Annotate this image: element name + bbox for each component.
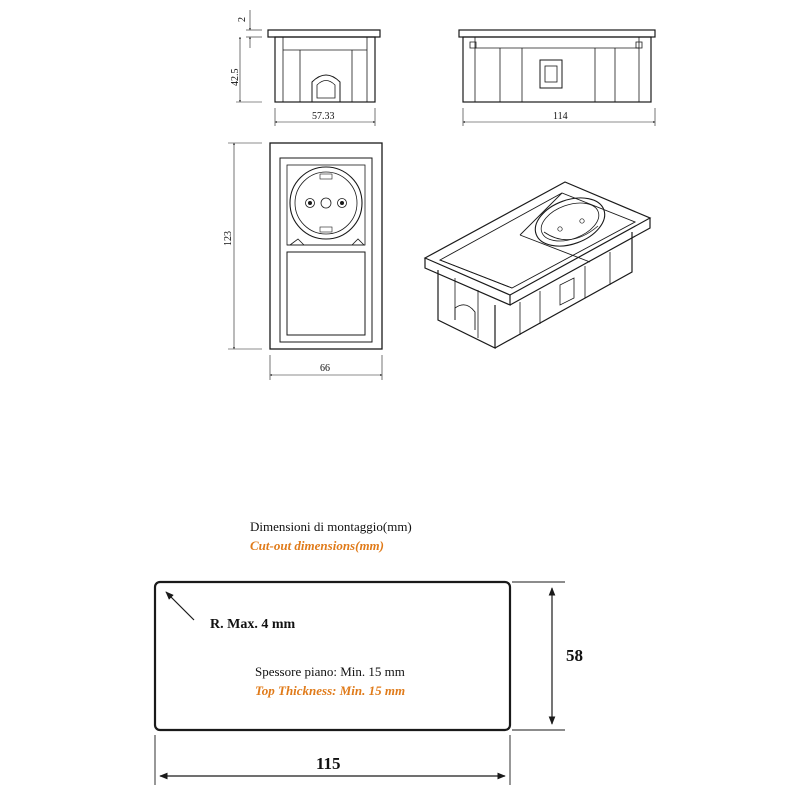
front-dim-height: 42.5: [230, 69, 241, 87]
cutout-outline: [153, 580, 512, 732]
cutout-width-label: 115: [316, 754, 341, 773]
cutout-thickness-it: Spessore piano: Min. 15 mm: [255, 664, 405, 679]
cutout-title-it: Dimensioni di montaggio(mm): [250, 519, 412, 534]
cutout-radius-label: R. Max. 4 mm: [210, 617, 296, 632]
side-view: 114: [458, 29, 656, 126]
top-view: 123 66: [223, 142, 383, 380]
front-dim-top: 2: [237, 17, 248, 22]
cutout-thickness-en: Top Thickness: Min. 15 mm: [255, 683, 406, 698]
side-dim-width: 114: [553, 111, 568, 122]
front-dim-width: 57.33: [312, 111, 335, 122]
cutout-title-en: Cut-out dimensions(mm): [250, 538, 384, 553]
top-dim-width: 66: [320, 363, 330, 374]
front-view: 2 42.5 57.33: [230, 10, 381, 126]
cutout-drawing: [153, 580, 565, 785]
top-dim-height: 123: [223, 231, 234, 246]
isometric-view: [423, 181, 652, 349]
radius-arrow: [165, 591, 195, 621]
cutout-height-label: 58: [566, 646, 583, 665]
